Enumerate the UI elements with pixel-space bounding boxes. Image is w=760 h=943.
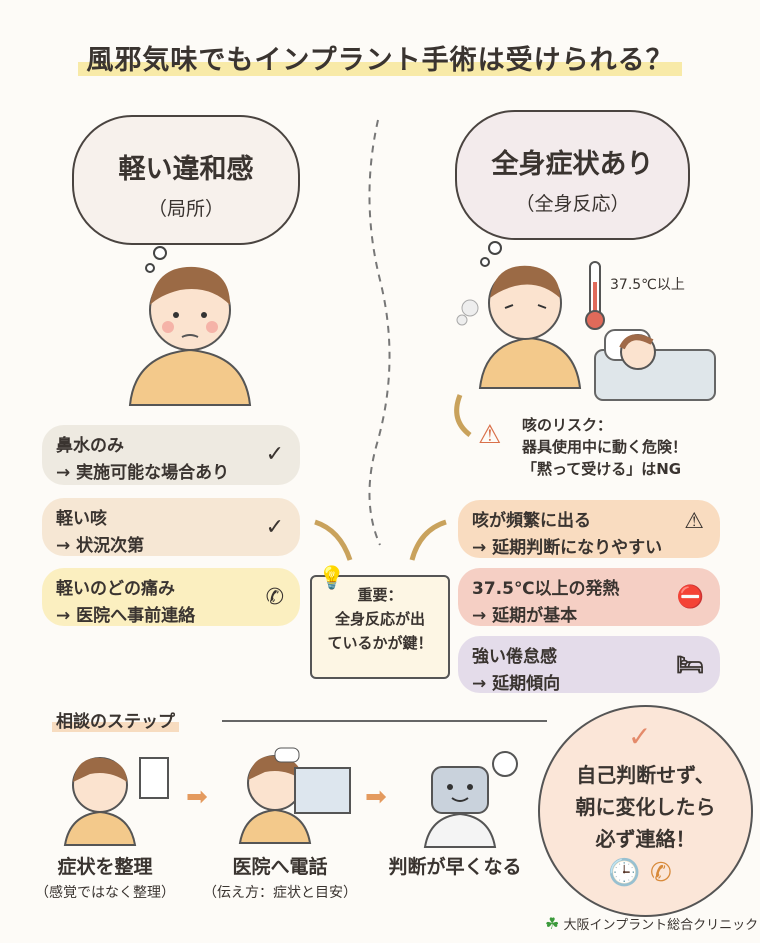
coughing-person-illustration (456, 265, 582, 389)
bubble-line: 朝に変化したら (575, 795, 716, 819)
card-title: 鼻水のみ (56, 436, 124, 456)
card-result: → 延期が基本 (472, 606, 578, 626)
important-text: 全身反応が出 (334, 610, 425, 628)
thought-cloud-systemic: 全身症状あり （全身反応） (455, 110, 690, 240)
lightbulb-icon: 💡 (318, 566, 346, 591)
phone-icon: ✆ (265, 585, 284, 610)
arrow-right-icon: ➡ (365, 782, 387, 812)
card-title: 軽い咳 (56, 509, 107, 529)
check-icon: ✓ (628, 720, 652, 753)
symptom-card-frequent-cough: 咳が頻繁に出る → 延期判断になりやすい ⚠ (458, 500, 720, 558)
step-1-label: 症状を整理 (57, 856, 153, 878)
steps-heading: 相談のステップ (52, 707, 179, 732)
arrow-right-icon: ➡ (186, 782, 208, 812)
robot-doctor-illustration (423, 751, 518, 848)
risk-line: 器具使用中に動く危険！ (522, 438, 688, 456)
cough-risk-note: 咳のリスク： 器具使用中に動く危険！ 「黙って受ける」はNG (522, 414, 687, 480)
card-title: 軽いのどの痛み (56, 579, 175, 599)
bubble-line: 必ず連絡！ (595, 827, 696, 851)
symptom-card-fever: 37.5℃以上の発熱 → 延期が基本 ⛔ (458, 568, 720, 626)
card-title: 咳が頻繁に出る (472, 511, 591, 531)
advice-speech-bubble: 自己判断せず、 朝に変化したら 必ず連絡！ (538, 705, 753, 917)
card-result: → 医院へ事前連絡 (56, 606, 196, 626)
symptom-card-sore-throat: 軽いのどの痛み → 医院へ事前連絡 ✆ (42, 568, 300, 626)
person-sore-throat-illustration (128, 266, 252, 406)
symptom-card-runny-nose: 鼻水のみ → 実施可能な場合あり ✓ (42, 425, 300, 485)
subheading-local: （局所） (147, 198, 224, 220)
heading-mild: 軽い違和感 (118, 154, 254, 185)
card-result: → 延期傾向 (472, 674, 561, 694)
thermometer-icon (585, 261, 605, 330)
clinic-name: 大阪インプラント総合クリニック (563, 918, 759, 933)
risk-line: 「黙って受ける」はNG (522, 460, 682, 478)
no-entry-icon: ⛔ (676, 585, 704, 610)
clinic-logo: ☘ 大阪インプラント総合クリニック (545, 914, 758, 933)
card-title: 強い倦怠感 (472, 647, 557, 667)
card-result: → 実施可能な場合あり (56, 463, 230, 483)
page-title: 風邪気味でもインプラント手術は受けられる？ (0, 38, 760, 77)
bubble-line: 自己判断せず、 (576, 763, 715, 787)
important-text: ているかが鍵！ (327, 634, 433, 652)
step-1-sub: （感覚ではなく整理） (35, 885, 175, 901)
clover-icon: ☘ (545, 914, 560, 933)
step-2-sub: （伝え方：症状と目安） (203, 885, 357, 901)
check-icon: ✓ (265, 442, 284, 467)
important-note-box: 重要： 全身反応が出 ているかが鍵！ (310, 575, 450, 679)
symptom-card-mild-cough: 軽い咳 → 状況次第 ✓ (42, 498, 300, 556)
step-2-label: 医院へ電話 (232, 856, 328, 878)
person-thinking-illustration (63, 757, 169, 846)
subheading-systemic: （全身反応） (515, 193, 630, 215)
symptom-card-fatigue: 強い倦怠感 → 延期傾向 🛏 (458, 636, 720, 694)
phone-icon: ✆ (650, 858, 672, 888)
warning-icon: ⚠ (478, 420, 502, 450)
person-calling-clinic-illustration (238, 747, 351, 844)
card-title: 37.5℃以上の発熱 (472, 579, 620, 599)
steps-divider (222, 720, 547, 722)
thought-cloud-mild: 軽い違和感 （局所） (72, 115, 300, 245)
risk-title: 咳のリスク： (522, 416, 613, 434)
heading-systemic: 全身症状あり (491, 149, 654, 180)
sick-in-bed-illustration (594, 329, 716, 401)
check-icon: ✓ (265, 515, 284, 540)
clock-icon: 🕒 (608, 858, 641, 888)
card-result: → 延期判断になりやすい (472, 538, 663, 558)
temperature-label: 37.5℃以上 (610, 277, 685, 293)
bed-icon: 🛏 (676, 653, 704, 678)
warning-icon: ⚠ (684, 509, 704, 534)
step-3-label: 判断が早くなる (388, 856, 522, 878)
card-result: → 状況次第 (56, 536, 145, 556)
important-label: 重要： (357, 586, 403, 604)
